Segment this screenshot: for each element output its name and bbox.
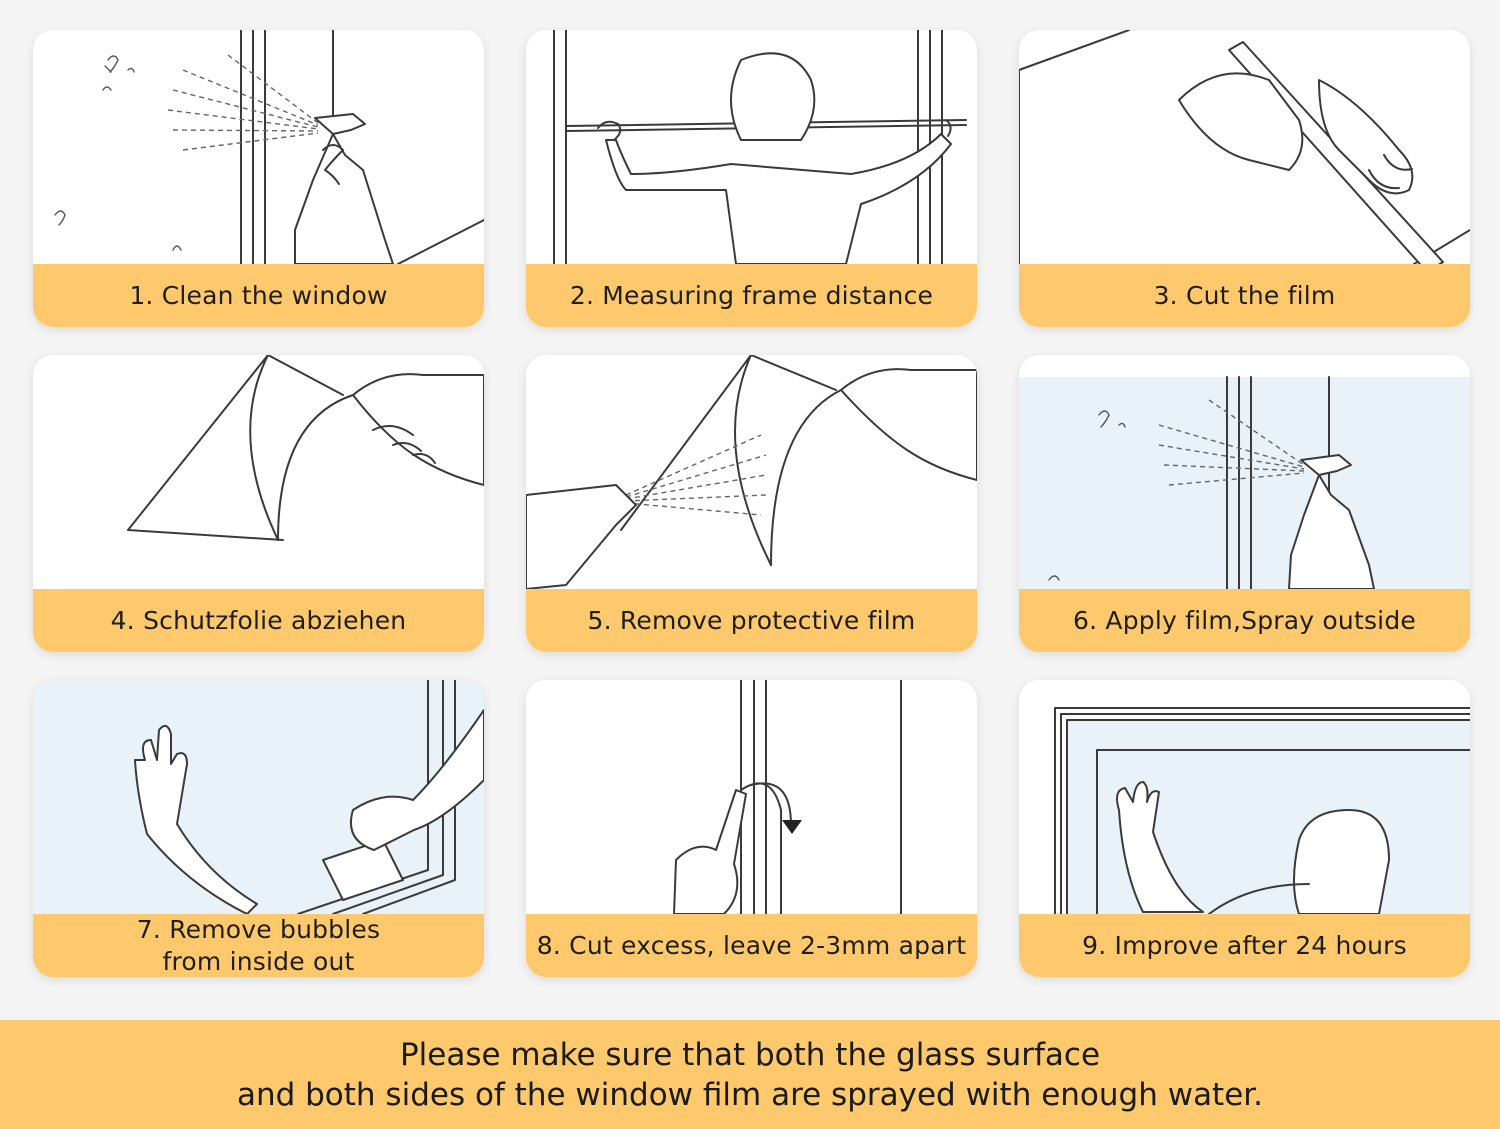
cut-excess-illustration — [526, 680, 977, 914]
step-card-3: 3. Cut the film — [1019, 30, 1470, 327]
peel-film-illustration — [33, 355, 484, 589]
step-card-8: 8. Cut excess, leave 2-3mm apart — [526, 680, 977, 977]
step-label: 2. Measuring frame distance — [526, 264, 977, 327]
cut-film-illustration — [1019, 30, 1470, 264]
step-card-7: 7. Remove bubbles from inside out — [33, 680, 484, 977]
step-label: 7. Remove bubbles from inside out — [33, 914, 484, 977]
step-label: 3. Cut the film — [1019, 264, 1470, 327]
step-card-9: 9. Improve after 24 hours — [1019, 680, 1470, 977]
remove-film-illustration — [526, 355, 977, 589]
apply-film-illustration — [1019, 355, 1470, 589]
step-card-1: 1. Clean the window — [33, 30, 484, 327]
measuring-illustration — [526, 30, 977, 264]
footer-note: Please make sure that both the glass sur… — [0, 1020, 1500, 1129]
finished-window-illustration — [1019, 680, 1470, 914]
step-label: 9. Improve after 24 hours — [1019, 914, 1470, 977]
step-label: 4. Schutzfolie abziehen — [33, 589, 484, 652]
step-card-4: 4. Schutzfolie abziehen — [33, 355, 484, 652]
step-card-2: 2. Measuring frame distance — [526, 30, 977, 327]
clean-window-illustration — [33, 30, 484, 264]
step-label: 8. Cut excess, leave 2-3mm apart — [526, 914, 977, 977]
step-label: 1. Clean the window — [33, 264, 484, 327]
remove-bubbles-illustration — [33, 680, 484, 914]
step-label: 5. Remove protective film — [526, 589, 977, 652]
step-card-5: 5. Remove protective film — [526, 355, 977, 652]
step-card-6: 6. Apply film,Spray outside — [1019, 355, 1470, 652]
step-label: 6. Apply film,Spray outside — [1019, 589, 1470, 652]
